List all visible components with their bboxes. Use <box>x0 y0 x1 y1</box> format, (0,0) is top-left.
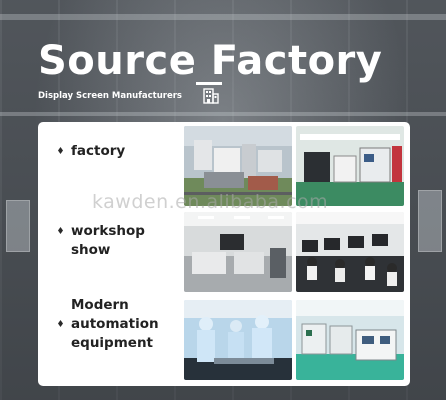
title-underline <box>196 82 222 85</box>
page-title: Source Factory <box>38 38 383 84</box>
background-beam <box>0 14 446 20</box>
section-factory: factory <box>58 142 125 161</box>
section-workshop-show: workshop show <box>58 222 145 260</box>
watermark: kawden.en.alibaba.com <box>92 191 329 213</box>
bullet-icon <box>58 320 63 327</box>
automation-line-photo <box>296 300 404 380</box>
building-icon <box>203 88 219 104</box>
section-labels: factory workshop show Modern automation … <box>38 122 184 386</box>
factory-machines-photo <box>296 126 404 206</box>
section-modern-automation: Modern automation equipment <box>58 296 159 353</box>
cleanroom-workers-photo <box>184 300 292 380</box>
bullet-icon <box>58 147 63 154</box>
factory-info-card: factory workshop show Modern automation … <box>38 122 410 386</box>
workshop-workers-photo <box>296 212 404 292</box>
section-label: Modern automation equipment <box>71 297 159 351</box>
section-label: factory <box>71 143 126 159</box>
bullet-icon <box>58 227 63 234</box>
page-subtitle: Display Screen Manufacturers <box>38 91 182 101</box>
factory-aerial-photo <box>184 126 292 206</box>
workshop-office-photo <box>184 212 292 292</box>
background-window <box>6 200 30 252</box>
section-label: workshop show <box>71 223 145 258</box>
background-beam <box>0 112 446 116</box>
background-window <box>418 190 442 252</box>
